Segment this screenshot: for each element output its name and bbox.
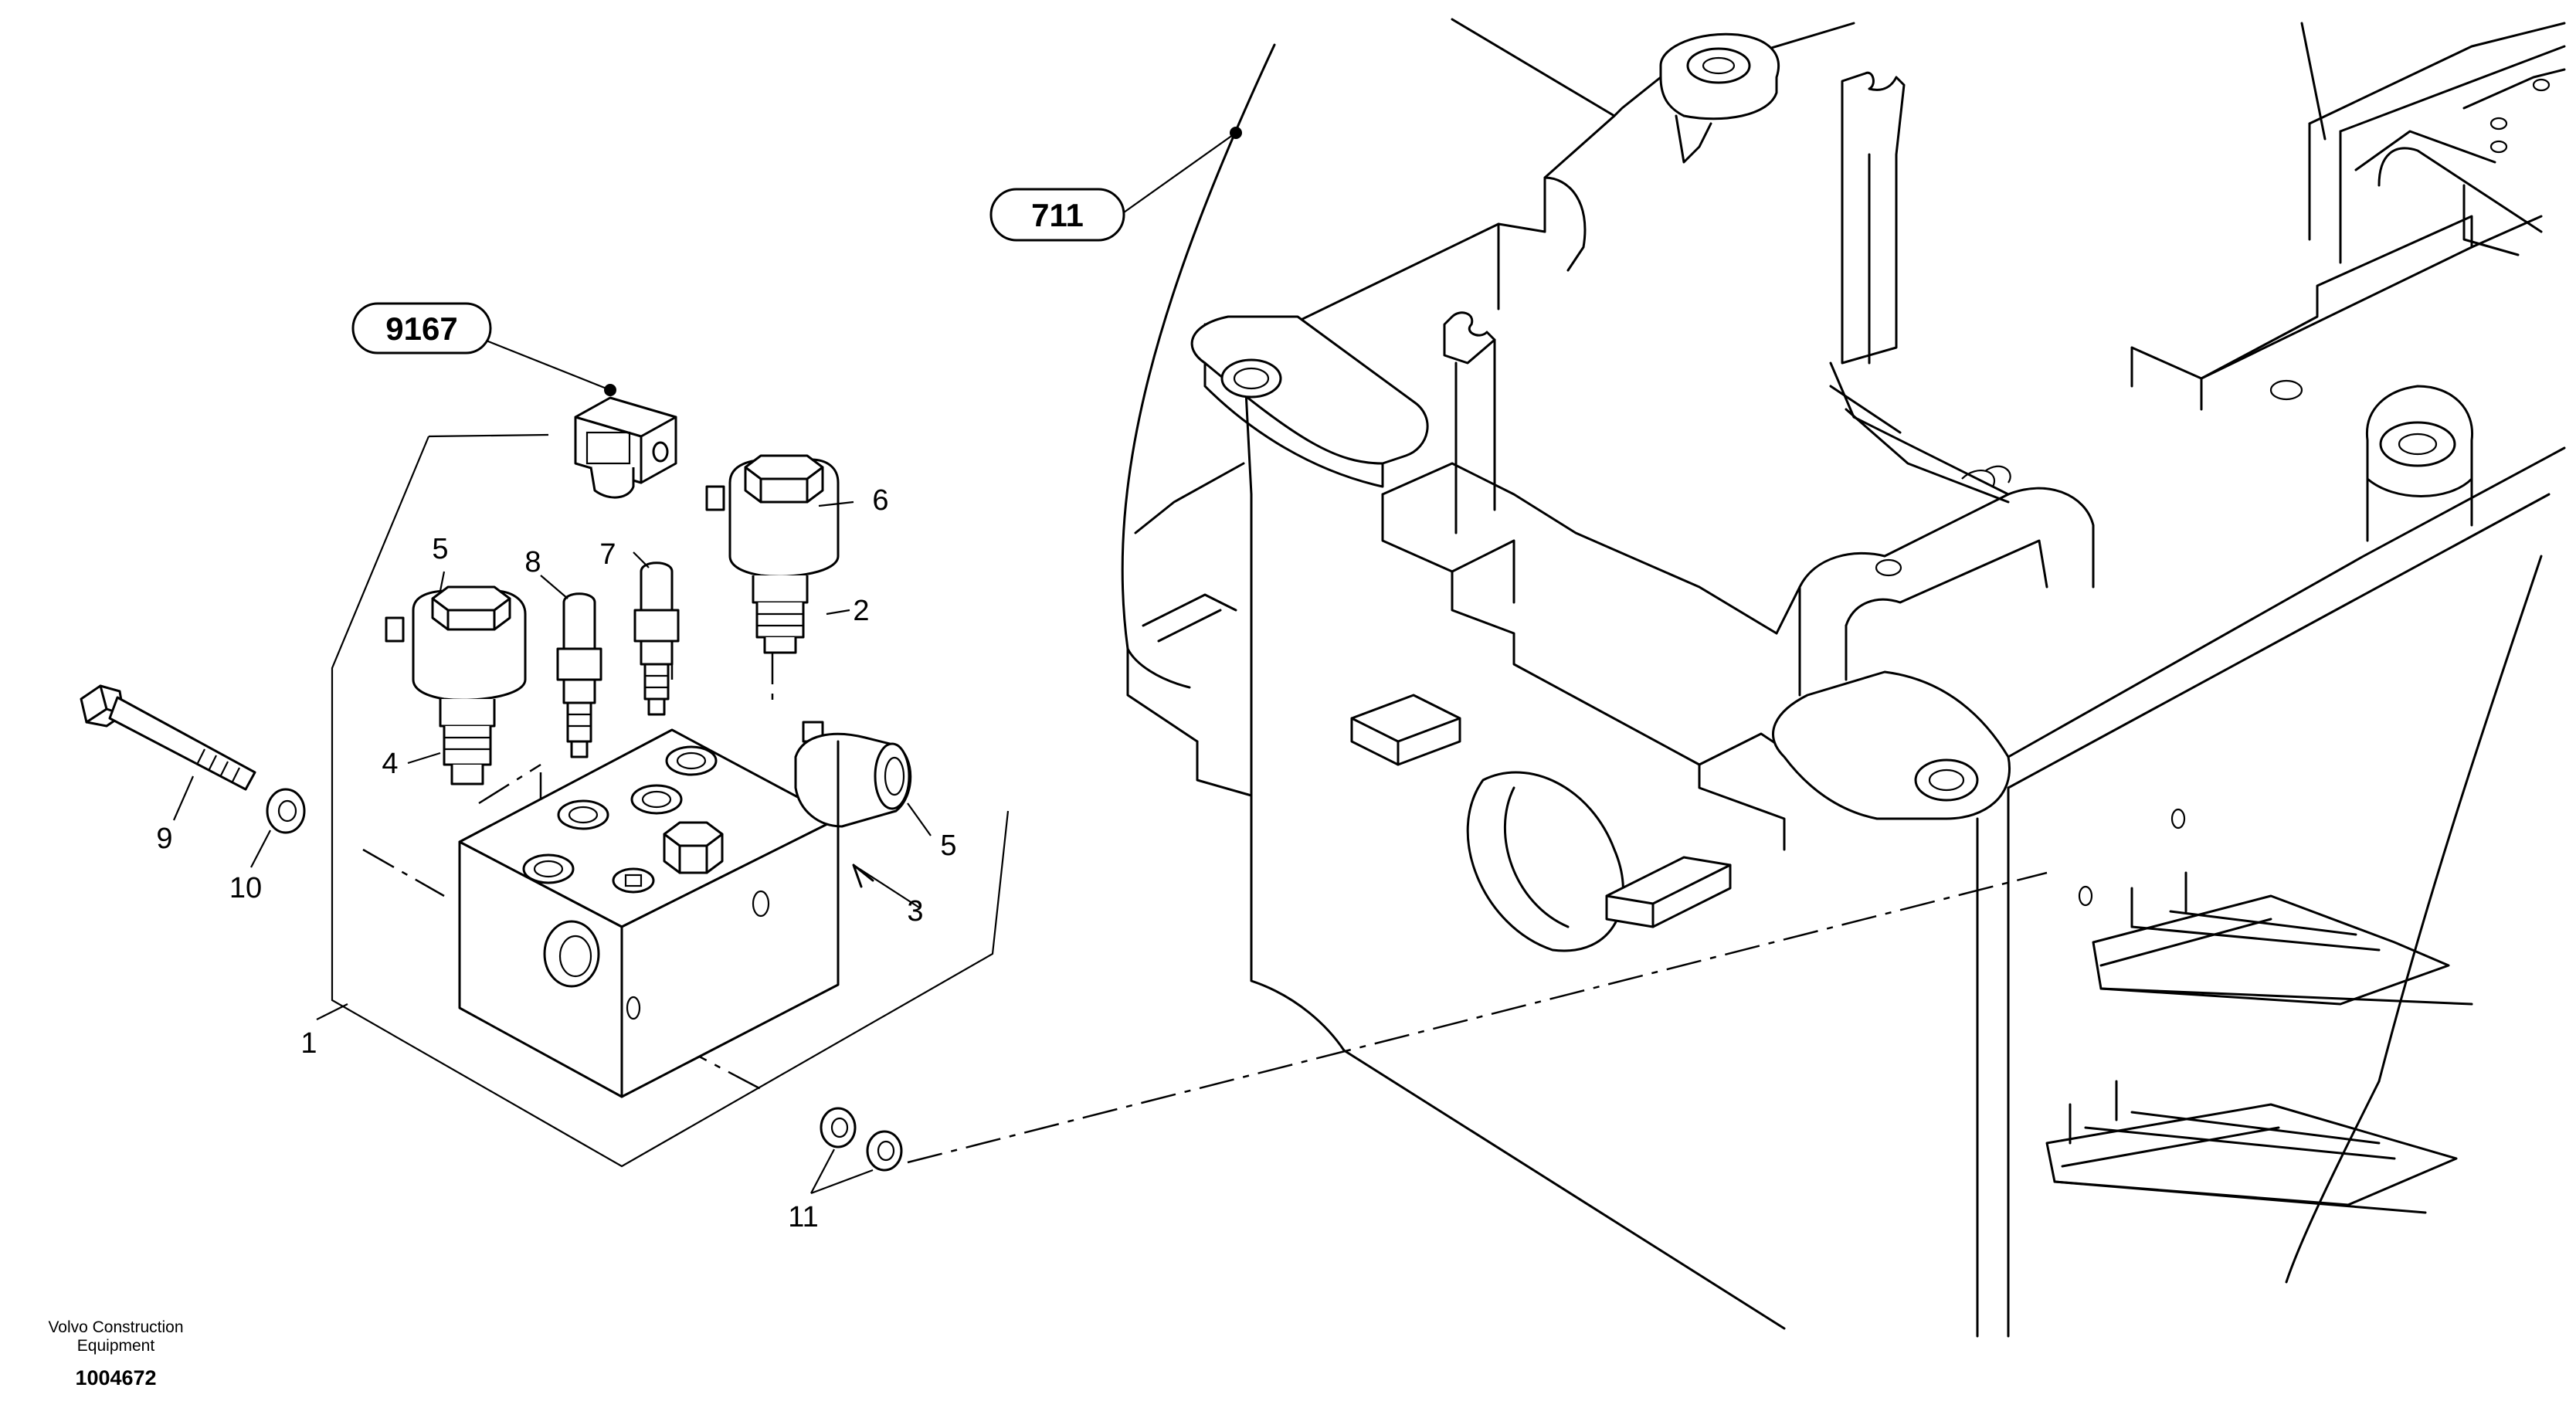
callout-labels: 1 2 3 4 5 5 6 7 8 9 10 11 (156, 484, 956, 1233)
callout-11: 11 (788, 1201, 818, 1233)
callout-1: 1 (300, 1027, 317, 1060)
callout-5-left: 5 (432, 533, 448, 565)
callout-5-right: 5 (940, 830, 956, 862)
drawing-number: 1004672 (75, 1366, 156, 1389)
callout-10: 10 (229, 872, 262, 904)
cartridge-valve-7 (633, 562, 680, 716)
solenoid-connector-9167 (574, 396, 677, 499)
washer-10 (266, 788, 306, 834)
valve-assembly (80, 396, 2048, 1172)
cooling-fins (2045, 871, 2473, 1214)
bolt-9 (80, 684, 256, 791)
callout-8: 8 (524, 546, 541, 578)
solenoid-valve-6 (705, 454, 840, 654)
reference-bubble-711: 711 (989, 188, 1125, 242)
washers-11 (820, 1107, 903, 1172)
callout-2: 2 (853, 595, 869, 627)
brand-line-1: Volvo Construction (48, 1318, 183, 1336)
callout-7: 7 (599, 538, 616, 571)
callout-4: 4 (382, 748, 398, 780)
ref-711-label: 711 (1031, 197, 1084, 233)
callout-6: 6 (872, 484, 888, 517)
brand-line-2: Equipment (77, 1337, 155, 1355)
callout-3: 3 (907, 895, 923, 928)
solenoid-valve-5-side (794, 721, 912, 828)
ref-9167-label: 9167 (385, 310, 457, 347)
callout-9: 9 (156, 823, 172, 855)
solenoid-valve-5-left (385, 585, 527, 785)
cartridge-valve-8 (556, 592, 602, 758)
leader-lines (172, 127, 1242, 1195)
reference-bubble-9167: 9167 (351, 302, 492, 355)
footer-brand: Volvo Construction Equipment 1004672 (48, 1318, 183, 1389)
machine-frame (1121, 18, 2566, 1338)
